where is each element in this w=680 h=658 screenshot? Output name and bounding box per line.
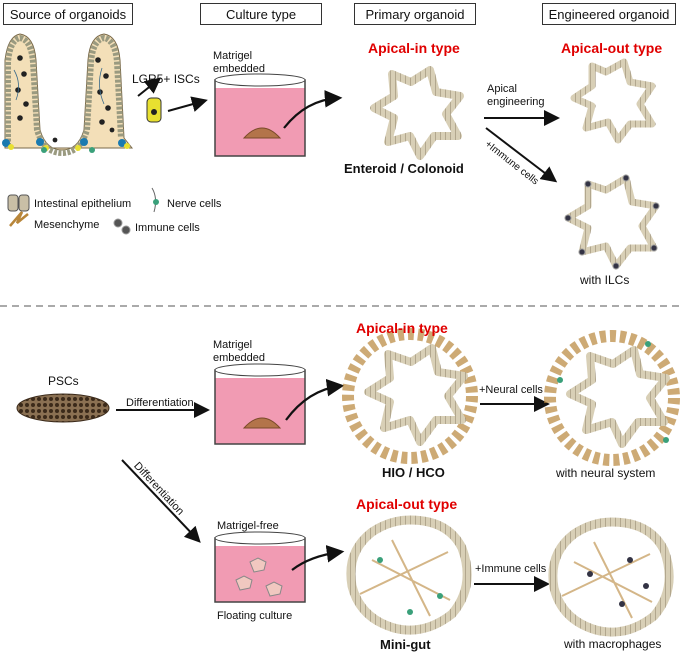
apical-in-title-bottom: Apical-in type (356, 320, 448, 336)
mesenchyme-legend-icon (9, 211, 29, 227)
hio-organoid (342, 328, 478, 464)
matrigel-embedded-label-bottom: Matrigel embedded (213, 339, 265, 364)
header-culture-type: Culture type (200, 3, 322, 25)
ilc-organoid (564, 174, 660, 270)
differentiation-label: Differentiation (126, 397, 194, 409)
apical-out-title-bottom: Apical-out type (356, 496, 458, 512)
header-primary-organoid: Primary organoid (354, 3, 476, 25)
header-source: Source of organoids (3, 3, 133, 25)
mini-gut-organoid (346, 515, 472, 635)
apical-out-organoid-top (570, 58, 656, 144)
nerve-legend-icon (151, 187, 159, 213)
matrigel-dish-top (214, 73, 306, 157)
lgr5-label: LGR5+ ISCs (132, 72, 200, 86)
immune-legend-icon (113, 218, 131, 235)
apical-in-title-top: Apical-in type (368, 40, 460, 56)
floating-culture-label: Floating culture (217, 610, 293, 622)
stem-cell-icon (146, 97, 162, 123)
enteroid-label: Enteroid / Colonoid (344, 161, 464, 176)
intestinal-crypt-illustration (2, 33, 134, 157)
with-ilcs-label: with ILCs (580, 273, 630, 287)
matrigel-embedded-label-top: Matrigel embedded (213, 50, 265, 75)
with-macrophages-label: with macrophages (564, 637, 662, 651)
neural-organoid (544, 330, 680, 466)
pscs-label: PSCs (48, 374, 79, 388)
header-engineered-organoid: Engineered organoid (542, 3, 676, 25)
epithelium-legend-icon (7, 194, 30, 212)
matrigel-dish-bottom (214, 363, 306, 445)
floating-culture-dish (214, 531, 306, 603)
neural-cells-label: +Neural cells (479, 384, 543, 396)
legend-mesenchyme: Mesenchyme (34, 219, 100, 231)
apical-engineering-label: Apical engineering (487, 83, 545, 108)
with-neural-label: with neural system (556, 466, 656, 480)
legend-epithelium: Intestinal epithelium (34, 198, 132, 210)
legend-immune: Immune cells (135, 222, 200, 234)
matrigel-free-label: Matrigel-free (217, 520, 279, 532)
macrophage-organoid (548, 517, 674, 637)
hio-hco-label: HIO / HCO (382, 465, 445, 480)
immune-cells-label-bottom: +Immune cells (475, 563, 547, 575)
mini-gut-label: Mini-gut (380, 637, 431, 652)
apical-in-organoid-top (370, 66, 464, 160)
apical-out-title-top: Apical-out type (561, 40, 663, 56)
psc-colony (16, 393, 110, 423)
legend-nerve: Nerve cells (167, 198, 222, 210)
